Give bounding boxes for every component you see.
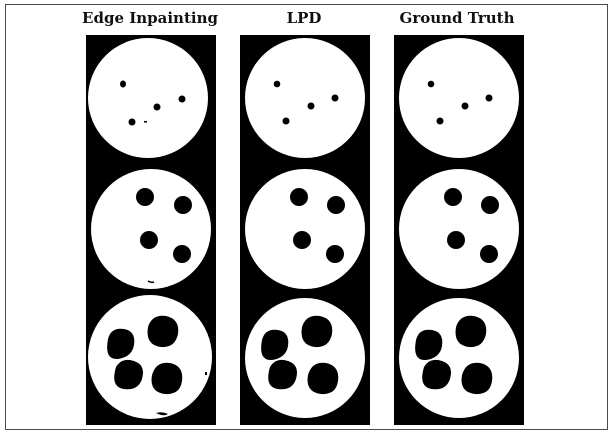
panel-ground-truth-row-2 xyxy=(394,165,524,295)
panel-lpd-row-1 xyxy=(240,35,370,165)
column-title-ground-truth: Ground Truth xyxy=(399,9,515,27)
panel-ground-truth-row-1 xyxy=(394,35,524,165)
panel-lpd-row-3 xyxy=(240,295,370,425)
panel-edge-inpainting-row-1 xyxy=(86,35,216,165)
column-title-lpd: LPD xyxy=(286,9,322,27)
panel-edge-inpainting-row-2 xyxy=(86,165,216,295)
figure-frame xyxy=(5,4,608,430)
panel-ground-truth-row-3 xyxy=(394,295,524,425)
panel-edge-inpainting-row-3 xyxy=(86,295,216,425)
column-title-edge-inpainting: Edge Inpainting xyxy=(82,9,218,27)
panel-lpd-row-2 xyxy=(240,165,370,295)
